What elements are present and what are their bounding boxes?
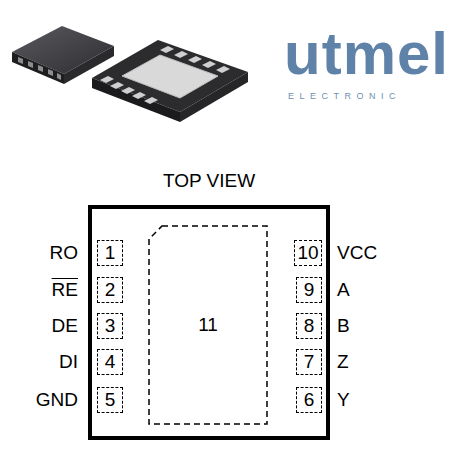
- logo-subtext: ELECTRONIC: [288, 90, 401, 102]
- pin-name: Z: [337, 350, 349, 374]
- pin-pad: 9: [296, 277, 322, 303]
- pin-name: GND: [36, 388, 78, 412]
- pin-name: VCC: [337, 241, 377, 265]
- pin-number: 8: [304, 315, 315, 337]
- pin-name: Y: [337, 388, 350, 412]
- pin-name: DI: [59, 350, 78, 374]
- pin-pad: 6: [296, 387, 322, 413]
- pin-number: 9: [304, 279, 315, 301]
- pin-number: 7: [304, 351, 315, 373]
- pin-name: RO: [50, 241, 79, 265]
- pin-number: 6: [304, 389, 315, 411]
- pin-number: 3: [105, 315, 116, 337]
- pin-number: 1: [105, 242, 116, 264]
- pin-number: 4: [105, 351, 116, 373]
- pin-name: DE: [52, 314, 78, 338]
- pin-number: 5: [105, 389, 116, 411]
- pin-name: RE: [52, 278, 78, 302]
- exposed-pad: 11: [148, 225, 268, 425]
- pin-pad: 3: [97, 313, 123, 339]
- pin-pad: 10: [294, 240, 322, 266]
- pin-pad: 2: [97, 277, 123, 303]
- pin-number: 2: [105, 279, 116, 301]
- pin-pad: 5: [97, 387, 123, 413]
- pin-pad: 4: [97, 349, 123, 375]
- pin-number: 10: [297, 242, 318, 264]
- package-outline: TOP VIEW1234567891011: [88, 205, 330, 440]
- pin-pad: 8: [296, 313, 322, 339]
- pin-name: A: [337, 278, 350, 302]
- view-heading: TOP VIEW: [52, 169, 366, 193]
- pin-pad: 1: [97, 240, 123, 266]
- pad-number: 11: [198, 314, 218, 336]
- pin-name: B: [337, 314, 350, 338]
- logo-text: utmel: [284, 22, 449, 86]
- pin-pad: 7: [296, 349, 322, 375]
